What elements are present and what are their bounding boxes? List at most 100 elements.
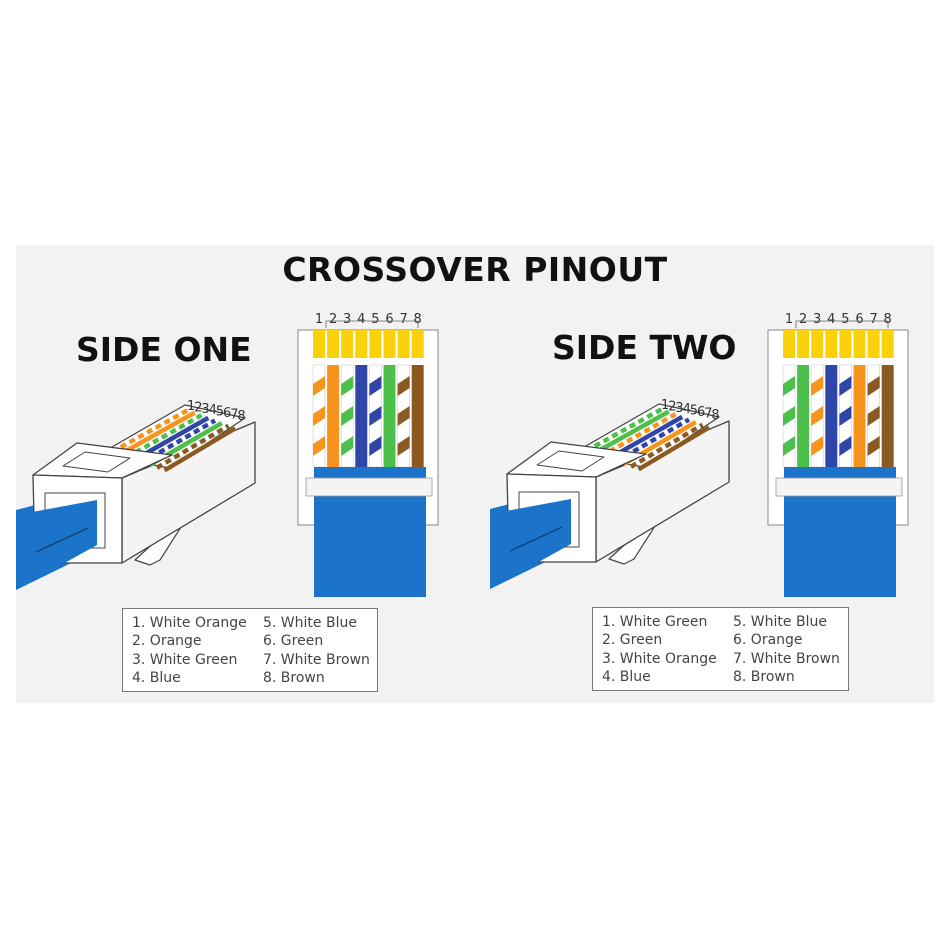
gold-contact [411,330,424,358]
wire-blue [825,365,838,467]
boot-band [775,477,903,497]
plug-wire [592,409,670,456]
pin-number: 7 [399,312,407,327]
gold-contact [783,330,795,358]
pin-number: 6 [385,312,393,327]
pin-number: 1 [315,312,323,327]
wire-stripe [811,376,824,396]
legend-item: 4. Blue [132,669,181,686]
wire-stripe [313,406,325,426]
legend-item: 5. White Blue [733,614,827,630]
plug-wire [110,408,190,454]
legend-item: 6. Green [263,633,324,650]
plug-wire [637,425,711,472]
wire-stripe [369,436,382,456]
side-two-legend: 1. White Green 5. White Blue 2. Green 6.… [592,607,849,692]
plug-pin-number: 5 [216,405,224,420]
pin-bracket [325,320,419,328]
boot-band [305,477,433,497]
plug-pin-number: 2 [194,400,202,415]
wire-stripe [397,406,410,426]
legend-item: 1. White Green [602,614,708,630]
plug-pin-number: 6 [697,405,705,420]
plug-pin-number: 4 [209,403,217,418]
pin-number: 4 [357,312,365,327]
plug-pin-number: 5 [690,404,698,419]
wire-stripe [839,406,852,426]
pin-number: 4 [827,312,835,327]
gold-contact [867,330,880,358]
pin-number: 1 [785,312,793,327]
wire-orange [327,365,340,467]
plug-wire [118,410,196,457]
wire-stripe [397,376,410,396]
gold-contact [369,330,382,358]
legend-item: 4. Blue [602,668,651,685]
wire-brown [881,365,894,467]
gold-contact [881,330,894,358]
latch-window [62,451,131,473]
plug-pin-number: 4 [683,402,691,417]
wire-stripe [811,406,824,426]
wire-stripe [369,376,382,396]
pin-number: 3 [813,312,821,327]
wire-stripe [397,436,410,456]
pin-number: 7 [869,312,877,327]
plug-pin-number: 7 [704,406,712,421]
legend-item: 2. Orange [132,633,202,650]
gold-contact [397,330,410,358]
wire-stripe [369,406,382,426]
gold-contact [853,330,866,358]
plug-pin-number: 3 [675,401,683,416]
wire-stripe [867,436,880,456]
plug-pin-number: 8 [237,409,245,424]
plug-pin-number: 6 [223,406,231,421]
pin-number: 3 [343,312,351,327]
gold-contact [383,330,396,358]
legend-item: 6. Orange [733,632,803,649]
gold-contact [341,330,354,358]
gold-contact [313,330,325,358]
plug-pin-number: 8 [711,408,719,423]
wire-stripe [783,406,795,426]
legend-item: 8. Brown [263,669,325,686]
wire-stripe [839,376,852,396]
wire-green [383,365,396,467]
wire-stripe [313,376,325,396]
plug-wire [155,423,230,470]
legend-item: 2. Green [602,632,663,649]
wire-orange [853,365,866,467]
wire-stripe [313,436,325,456]
legend-item: 3. White Green [132,651,238,668]
wire-blue [355,365,368,467]
wire-stripe [341,436,354,456]
pin-number: 5 [841,312,849,327]
gold-contact [797,330,810,358]
pin-number: 5 [371,312,379,327]
wire-brown [411,365,424,467]
pin-number: 8 [884,312,892,327]
legend-item: 8. Brown [733,668,795,685]
wire-stripe [867,406,880,426]
gold-contact [825,330,838,358]
plug-pin-number: 7 [230,407,238,422]
legend-item: 3. White Orange [602,650,717,667]
plug-wire [629,422,704,469]
wire-stripe [783,376,795,396]
side-one-legend: 1. White Orange 5. White Blue 2. Orange … [122,608,378,693]
legend-item: 1. White Orange [132,615,247,631]
gold-contact [355,330,368,358]
pin-number: 8 [414,312,422,327]
plug-pin-number: 1 [187,399,195,414]
plug-pin-number: 2 [668,399,676,414]
pin-number: 2 [329,312,337,327]
plug-wire [163,426,237,473]
wire-stripe [341,376,354,396]
latch-window [536,450,605,472]
gold-contact [811,330,824,358]
